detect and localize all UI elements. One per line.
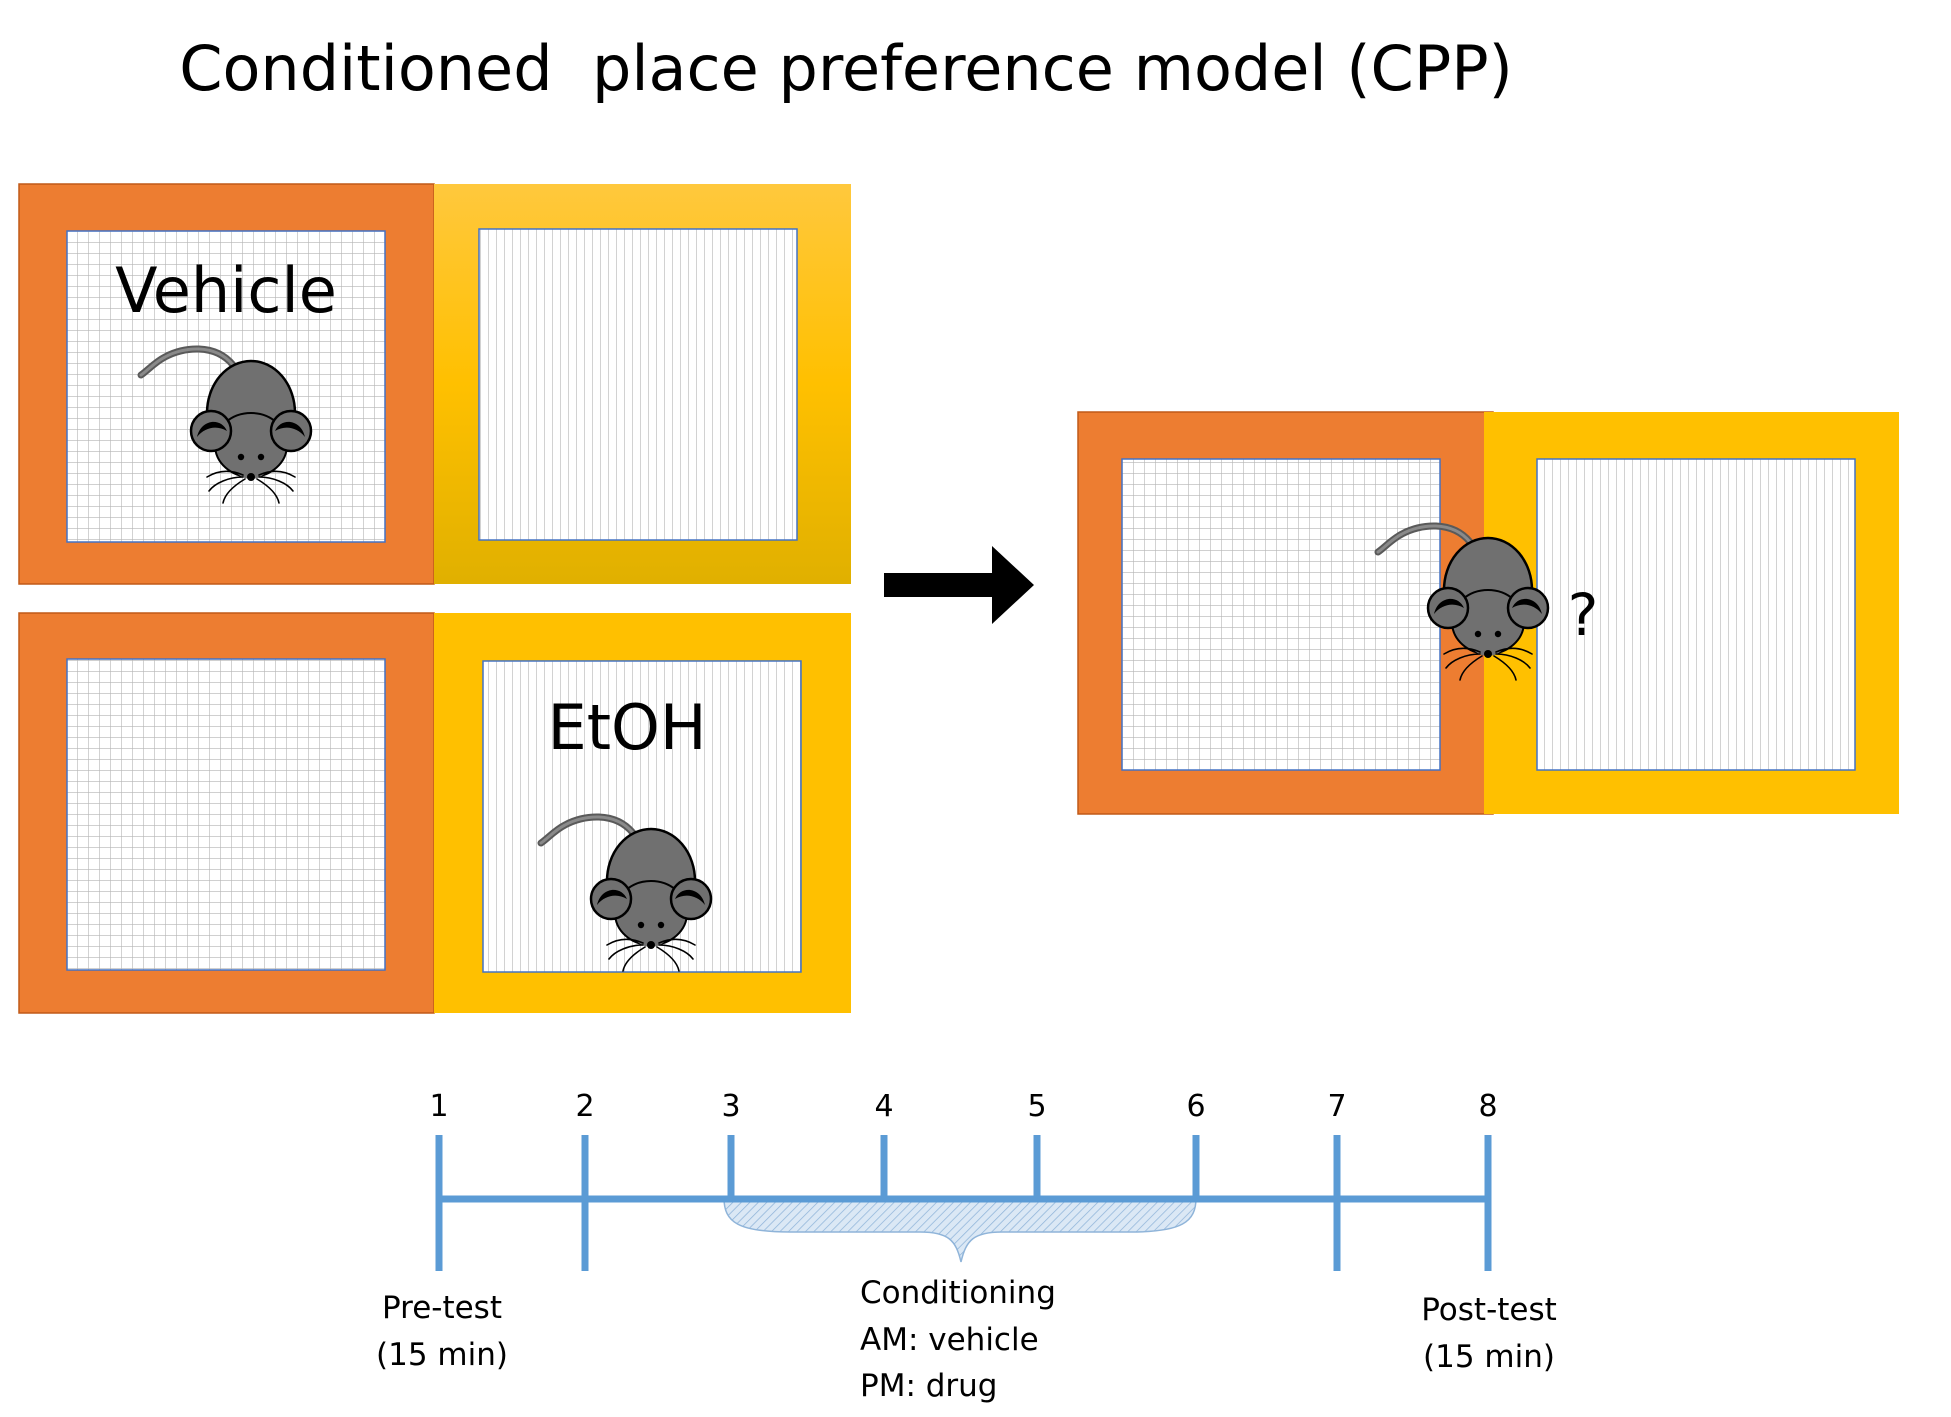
grid-floor — [1121, 458, 1441, 771]
pretest-label: Pre-test (15 min) — [376, 1290, 508, 1373]
day-label-4: 4 — [874, 1089, 893, 1124]
test-panel: ? — [1077, 411, 1899, 815]
grid-floor — [66, 658, 386, 971]
day-label-7: 7 — [1327, 1089, 1346, 1124]
etoh-label: EtOH — [548, 691, 707, 764]
striped-floor — [1536, 458, 1856, 771]
day-label-6: 6 — [1186, 1089, 1205, 1124]
conditioning-label-line-2: AM: vehicle — [860, 1322, 1039, 1358]
pretest-label-line-2: (15 min) — [376, 1337, 508, 1373]
right-arrow-icon — [884, 546, 1034, 624]
day-label-3: 3 — [721, 1089, 740, 1124]
conditioning-label: Conditioning AM: vehicle PM: drug — [860, 1275, 1056, 1404]
day-label-2: 2 — [575, 1089, 594, 1124]
conditioning-label-line-3: PM: drug — [860, 1368, 998, 1404]
question-mark: ? — [1568, 581, 1599, 649]
etoh-conditioning-panel: EtOH — [18, 612, 851, 1014]
posttest-label: Post-test (15 min) — [1421, 1292, 1557, 1375]
diagram-title: Conditioned place preference model (CPP) — [179, 32, 1513, 105]
pretest-label-line-1: Pre-test — [382, 1290, 502, 1326]
timeline: 1 2 3 4 5 6 7 8 Pre-test (15 min) Conditioning … — [376, 1089, 1557, 1404]
timeline-ticks: 1 2 3 4 5 6 7 8 — [429, 1089, 1498, 1271]
posttest-label-line-1: Post-test — [1421, 1292, 1557, 1328]
posttest-label-line-2: (15 min) — [1423, 1339, 1555, 1375]
conditioning-bracket — [723, 1197, 1197, 1263]
conditioning-label-line-1: Conditioning — [860, 1275, 1056, 1311]
day-label-5: 5 — [1027, 1089, 1046, 1124]
vehicle-label: Vehicle — [115, 254, 337, 327]
striped-floor — [478, 228, 798, 541]
vehicle-conditioning-panel: Vehicle — [18, 183, 851, 585]
day-label-8: 8 — [1478, 1089, 1497, 1124]
day-label-1: 1 — [429, 1089, 448, 1124]
